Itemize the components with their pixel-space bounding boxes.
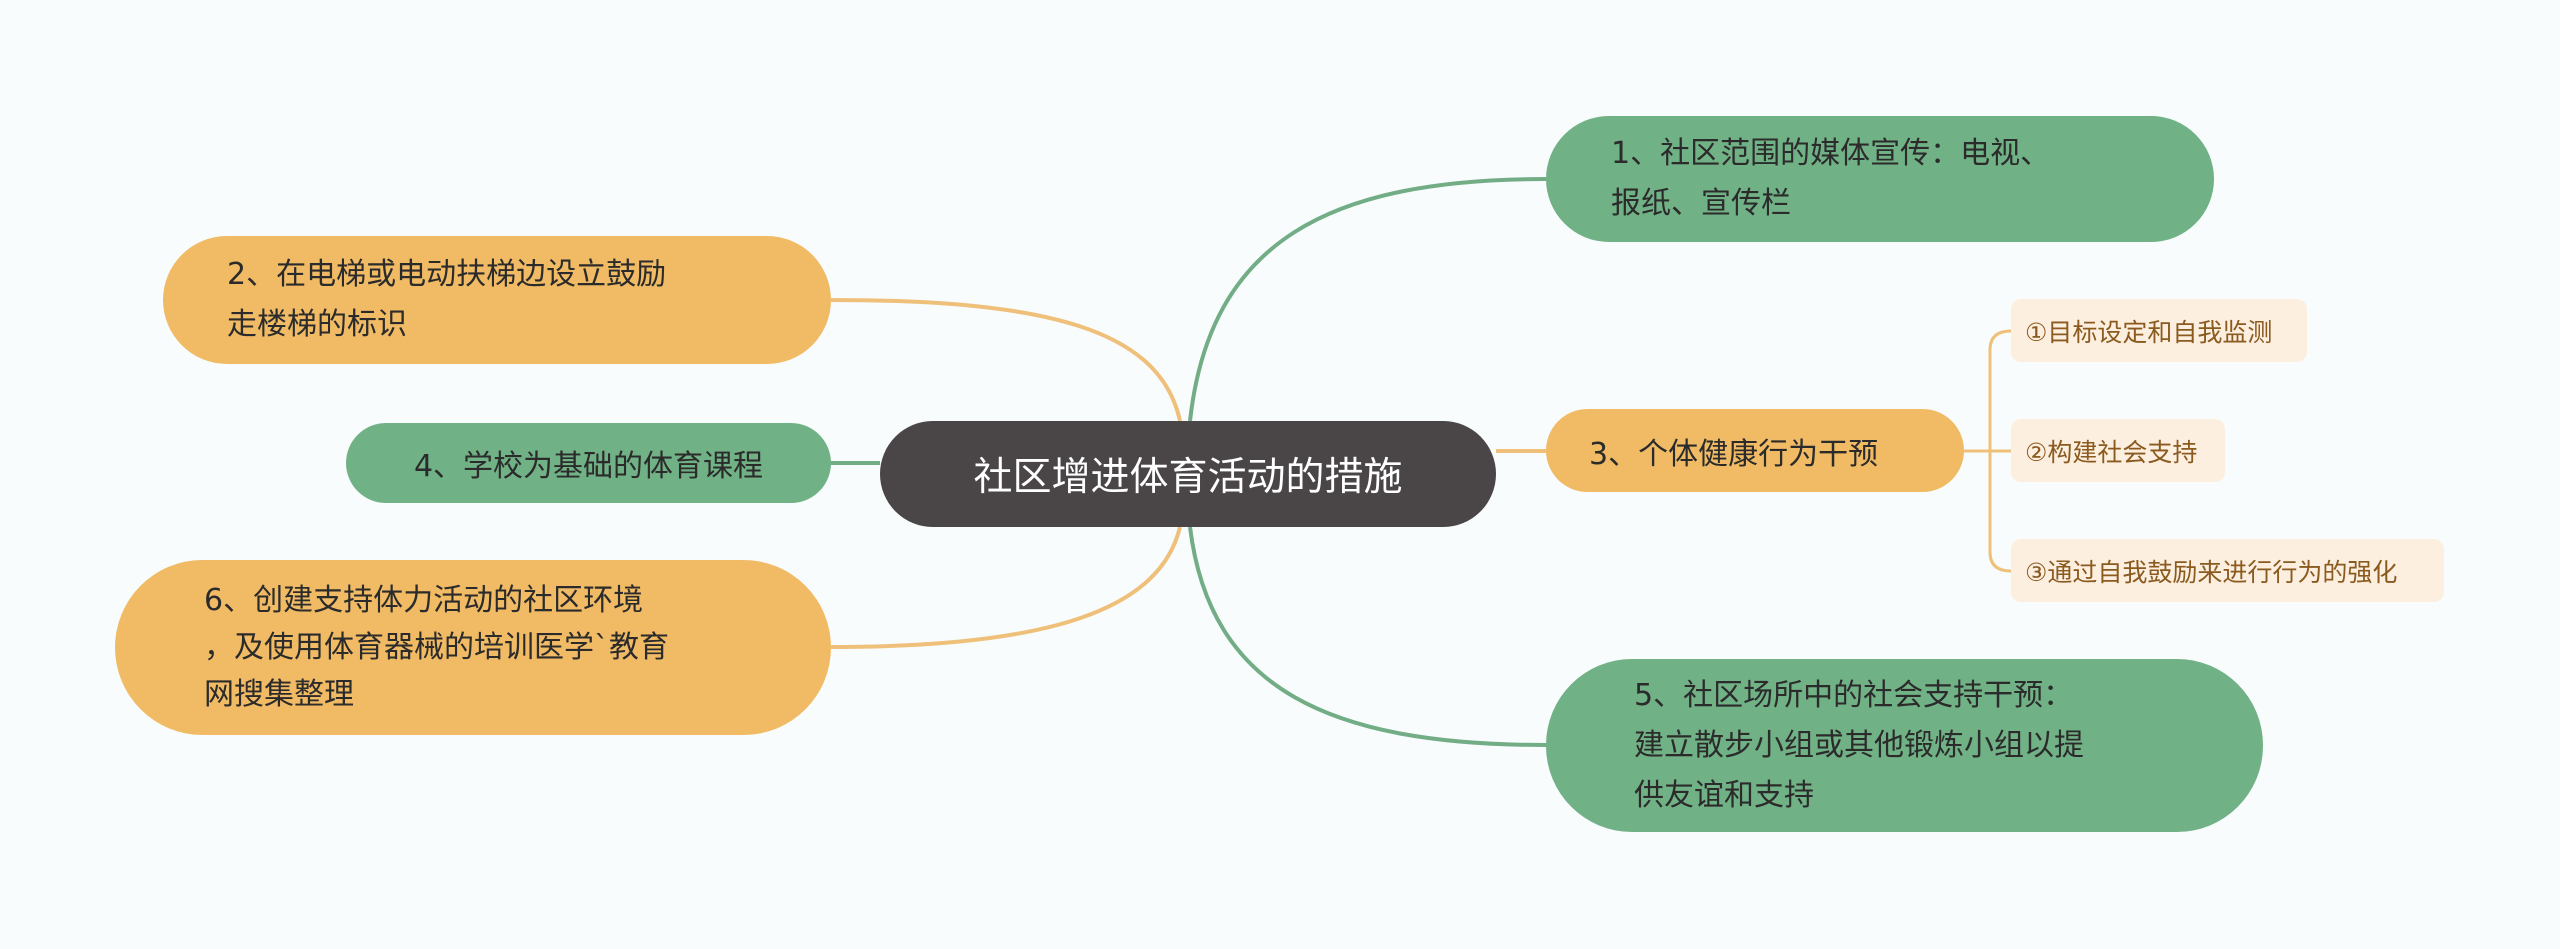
sub-item-label: ①目标设定和自我监测 <box>2025 317 2273 347</box>
branch-label: 6、创建支持体力活动的社区环境 ，及使用体育器械的培训医学`教育 网搜集整理 <box>204 583 669 712</box>
branch-label: 3、个体健康行为干预 <box>1589 436 1879 472</box>
connector-b6 <box>830 526 1182 649</box>
branch-label: 2、在电梯或电动扶梯边设立鼓励 走楼梯的标识 <box>227 257 667 342</box>
connector-b2 <box>830 298 1182 422</box>
central-topic[interactable]: 社区增进体育活动的措施 <box>880 421 1496 527</box>
connector-sub-1 <box>1988 329 2012 451</box>
branch-community-environment[interactable]: 6、创建支持体力活动的社区环境 ，及使用体育器械的培训医学`教育 网搜集整理 <box>115 560 831 735</box>
branch-label: 1、社区范围的媒体宣传：电视、 报纸、宣传栏 <box>1611 136 2051 221</box>
connector-b5 <box>1188 526 1547 747</box>
branch-school-pe[interactable]: 4、学校为基础的体育课程 <box>346 423 831 503</box>
branch-social-support[interactable]: 5、社区场所中的社会支持干预： 建立散步小组或其他锻炼小组以提 供友谊和支持 <box>1546 659 2263 832</box>
sub-item-label: ③通过自我鼓励来进行行为的强化 <box>2025 557 2398 587</box>
branch-label: 4、学校为基础的体育课程 <box>413 449 764 484</box>
central-topic-label: 社区增进体育活动的措施 <box>973 455 1403 500</box>
branch-label: 5、社区场所中的社会支持干预： 建立散步小组或其他锻炼小组以提 供友谊和支持 <box>1634 677 2084 813</box>
connector-b1 <box>1188 177 1547 422</box>
sub-item-self-encouragement[interactable]: ③通过自我鼓励来进行行为的强化 <box>2011 539 2444 602</box>
branch-individual-intervention[interactable]: 3、个体健康行为干预 <box>1546 409 1964 492</box>
branch-stair-signs[interactable]: 2、在电梯或电动扶梯边设立鼓励 走楼梯的标识 <box>163 236 831 364</box>
sub-item-goal-setting[interactable]: ①目标设定和自我监测 <box>2011 299 2307 362</box>
sub-item-social-support[interactable]: ②构建社会支持 <box>2011 419 2225 482</box>
connector-sub-3 <box>1988 451 2012 573</box>
sub-item-label: ②构建社会支持 <box>2025 437 2198 467</box>
branch-media-publicity[interactable]: 1、社区范围的媒体宣传：电视、 报纸、宣传栏 <box>1546 116 2214 242</box>
